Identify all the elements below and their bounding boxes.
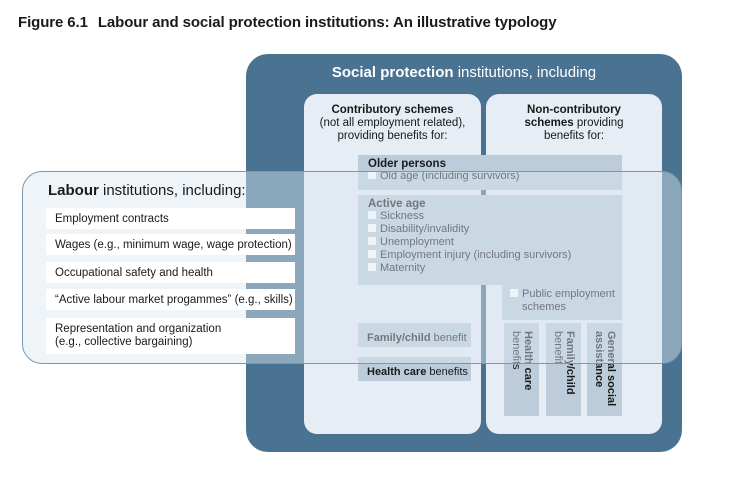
contributory-heading: Contributory schemes (not all employment… — [304, 104, 481, 143]
non-contributory-schemes-bold: schemes — [524, 117, 574, 129]
contributory-subtitle-1: (not all employment related), — [319, 117, 466, 129]
non-contributory-title-2: schemes providing — [486, 117, 662, 130]
non-contributory-title-2-rest: providing — [573, 117, 624, 129]
active-age-item-label: Employment injury (including survivors) — [380, 249, 572, 261]
active-age-item: Maternity — [368, 262, 622, 275]
bullet-square-icon — [368, 211, 376, 219]
health-care-rest: benefits — [426, 366, 468, 378]
non-contributory-heading: Non-contributory schemes providing benef… — [486, 104, 662, 143]
bullet-square-icon — [510, 289, 518, 297]
health-care-label: Health care benefits — [367, 366, 468, 378]
non-contributory-title-3: benefits for: — [543, 130, 605, 142]
family-child-box: Family/child benefit — [358, 323, 471, 347]
active-age-item-label: Unemployment — [380, 236, 454, 248]
active-age-title: Active age — [368, 198, 426, 210]
public-employment-box: Public employment schemes — [502, 282, 622, 320]
labour-heading-rest: institutions, including: — [98, 182, 246, 199]
labour-item-line-1: Representation and organization — [55, 323, 222, 335]
bullet-square-icon — [368, 263, 376, 271]
active-age-item-label: Disability/invalidity — [380, 223, 470, 235]
labour-item: Wages (e.g., minimum wage, wage protecti… — [46, 234, 295, 255]
public-employment-line-1: Public employment — [510, 288, 622, 301]
older-persons-title: Older persons — [368, 158, 446, 170]
active-age-box: Active age Sickness Disability/invalidit… — [358, 195, 622, 285]
labour-heading-bold: Labour — [48, 182, 99, 199]
bullet-square-icon — [368, 224, 376, 232]
contributory-subtitle-2: providing benefits for: — [337, 130, 448, 142]
labour-item: Occupational safety and health — [46, 262, 295, 283]
labour-item: Employment contracts — [46, 208, 295, 229]
labour-item-line-2: (e.g., collective bargaining) — [55, 336, 193, 348]
older-persons-item: Old age (including survivors) — [368, 170, 622, 183]
health-care-box: Health care benefits — [358, 357, 471, 381]
non-contributory-title-1: Non-contributory — [527, 104, 621, 116]
public-employment-label-2: schemes — [522, 301, 567, 313]
active-age-item-label: Maternity — [380, 262, 426, 274]
labour-item: “Active labour market progammes” (e.g., … — [46, 289, 295, 310]
figure-number: Figure 6.1 — [18, 14, 88, 31]
labour-heading: Labour institutions, including: — [48, 182, 246, 199]
family-child-label: Family/child benefit — [367, 332, 467, 344]
bullet-square-icon — [368, 250, 376, 258]
family-child-bold: Family/child — [367, 332, 431, 344]
labour-item-text: Representation and organization (e.g., c… — [55, 323, 221, 349]
active-age-item-label: Sickness — [380, 210, 425, 222]
active-age-item: Unemployment — [368, 236, 622, 249]
public-employment-label-1: Public employment — [522, 288, 615, 300]
social-protection-heading-bold: Social protection — [331, 64, 454, 81]
figure-title: Figure 6.1 Labour and social protection i… — [18, 14, 557, 31]
contributory-title: Contributory schemes — [331, 104, 454, 116]
active-age-item: Disability/invalidity — [368, 223, 622, 236]
social-protection-heading: Social protection institutions, includin… — [246, 64, 682, 81]
active-age-item: Sickness — [368, 210, 622, 223]
health-care-bold: Health care — [367, 366, 427, 378]
social-protection-heading-rest: institutions, including — [453, 64, 597, 81]
active-age-item: Employment injury (including survivors) — [368, 249, 622, 262]
bullet-square-icon — [368, 171, 376, 179]
bullet-square-icon — [368, 237, 376, 245]
older-persons-item-label: Old age (including survivors) — [380, 170, 520, 182]
labour-item: Representation and organization (e.g., c… — [46, 318, 295, 354]
older-persons-box: Older persons Old age (including survivo… — [358, 155, 622, 190]
figure-title-text: Labour and social protection institution… — [97, 14, 557, 31]
family-child-rest: benefit — [430, 332, 467, 344]
